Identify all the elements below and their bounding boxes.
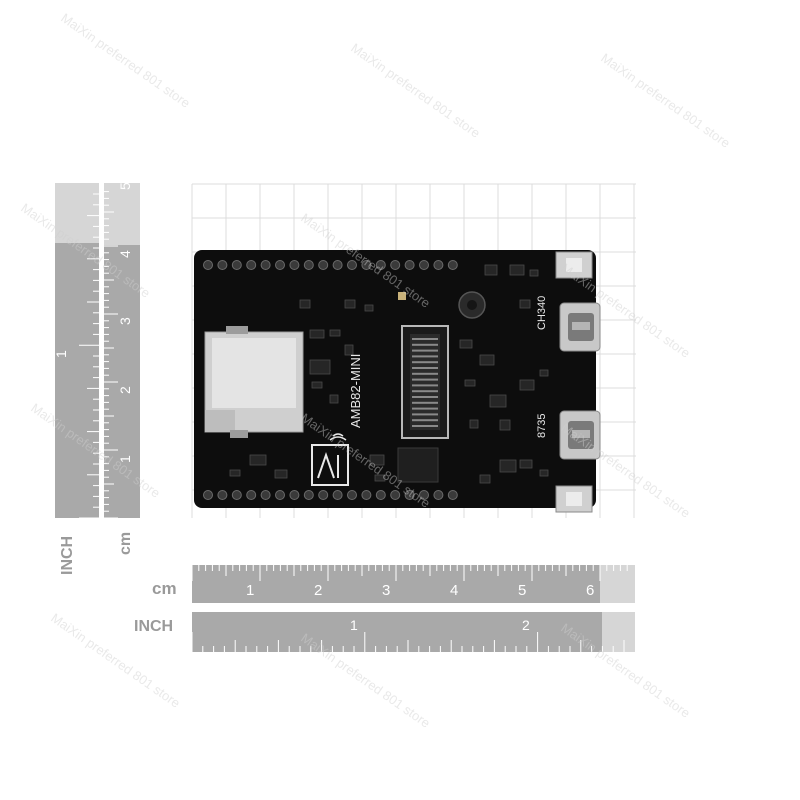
- svg-text:MaiXin preferred 801 store: MaiXin preferred 801 store: [58, 10, 193, 111]
- vertical-cm-label-1: 1: [117, 455, 133, 463]
- horizontal-inch-label-2: 2: [522, 617, 530, 633]
- pin-header-bottom: [203, 490, 458, 500]
- horizontal-cm-label-3: 3: [382, 582, 390, 599]
- vertical-inch-ruler: 1 INCH: [53, 183, 99, 575]
- horizontal-cm-label-1: 1: [246, 582, 254, 599]
- boot-button[interactable]: [555, 485, 593, 513]
- reset-button[interactable]: [555, 251, 593, 279]
- horizontal-cm-label-5: 5: [518, 582, 526, 599]
- horizontal-cm-label-2: 2: [314, 582, 322, 599]
- svg-text:MaiXin preferred 801 store: MaiXin preferred 801 store: [348, 40, 483, 141]
- horizontal-cm-ruler: 1 2 3 4 5 6 cm: [152, 565, 635, 603]
- board-logo: [311, 433, 349, 486]
- smd-components: [229, 264, 549, 484]
- chip-label: 8735: [536, 414, 548, 438]
- status-led: [398, 292, 406, 300]
- usb-port-bottom: [559, 410, 601, 460]
- vertical-inch-unit: INCH: [59, 536, 76, 575]
- vertical-cm-unit: cm: [117, 532, 134, 555]
- vertical-cm-label-2: 2: [117, 386, 133, 394]
- pin-header-top: [203, 260, 458, 270]
- horizontal-cm-label-4: 4: [450, 582, 458, 599]
- usb-chip-label: CH340: [536, 296, 548, 330]
- vertical-cm-label-3: 3: [117, 317, 133, 325]
- horizontal-inch-ruler: 1 2 INCH: [134, 612, 635, 652]
- usb-port-top: [559, 302, 601, 352]
- horizontal-inch-label-1: 1: [350, 617, 358, 633]
- model-label: AMB82-MINI: [348, 354, 363, 428]
- pcb-board: AMB82-MINI CH340 8735: [194, 250, 601, 513]
- horizontal-cm-label-6: 6: [586, 582, 594, 599]
- horizontal-cm-unit: cm: [152, 579, 177, 598]
- microphone: [458, 291, 486, 319]
- main-chip: [397, 447, 439, 483]
- vertical-cm-ruler: 1 2 3 4 5 cm: [104, 182, 140, 555]
- horizontal-inch-unit: INCH: [134, 618, 173, 635]
- svg-text:MaiXin preferred 801 store: MaiXin preferred 801 store: [598, 50, 733, 151]
- camera-connector: [401, 325, 449, 439]
- vertical-inch-label-1: 1: [53, 350, 69, 358]
- sd-card-slot: [204, 326, 304, 438]
- vertical-cm-label-4: 4: [117, 250, 133, 258]
- vertical-cm-label-5: 5: [117, 182, 133, 190]
